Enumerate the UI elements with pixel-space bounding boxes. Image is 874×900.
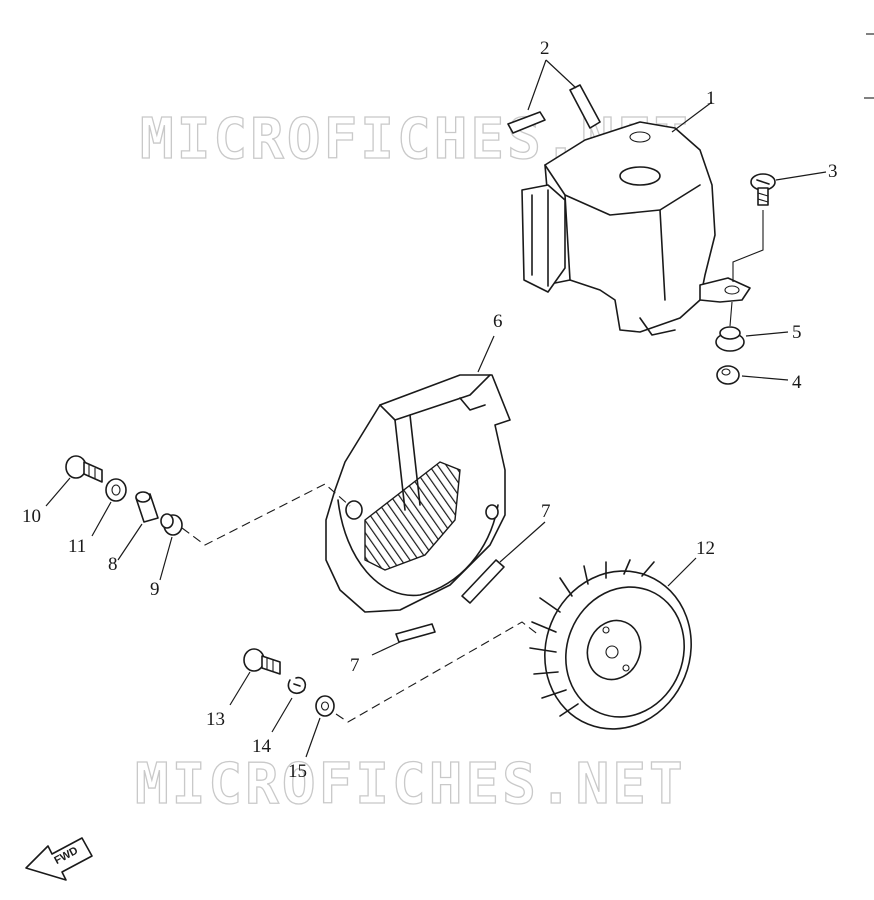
callout-2: 2	[540, 38, 550, 59]
callout-5: 5	[792, 322, 802, 343]
callout-11: 11	[68, 536, 86, 557]
part-7-pin-upper	[461, 559, 505, 604]
part-3-screw	[750, 173, 776, 206]
part-10-bolt	[65, 455, 103, 483]
part-9-grommet	[160, 513, 183, 536]
part-11-washer	[105, 478, 127, 502]
callout-1: 1	[706, 88, 716, 109]
part-14-lock-washer	[287, 676, 307, 695]
part-15-washer	[315, 695, 335, 717]
callout-12: 12	[696, 538, 715, 559]
part-5-grommet	[715, 326, 745, 352]
part-8-collar	[135, 491, 159, 523]
part-2-pins	[507, 59, 601, 134]
part-6-fan-housing	[325, 374, 511, 613]
part-7-pin-lower	[395, 623, 436, 643]
callout-15: 15	[288, 761, 307, 782]
callout-9: 9	[150, 579, 160, 600]
part-4-collar	[716, 365, 740, 385]
watermark-bottom: MICROFICHES.NET	[135, 752, 686, 817]
part-1-shroud-cover	[521, 121, 751, 336]
callout-14: 14	[252, 736, 272, 757]
callout-8: 8	[108, 554, 118, 575]
callout-13: 13	[206, 709, 225, 730]
callout-7-upper: 7	[541, 501, 551, 522]
part-13-bolt	[243, 648, 281, 675]
callout-10: 10	[22, 506, 41, 527]
callout-6: 6	[493, 311, 503, 332]
callout-4: 4	[792, 372, 802, 393]
forward-arrow-icon: FWD	[25, 837, 93, 881]
callout-7-lower: 7	[350, 655, 360, 676]
callout-3: 3	[828, 161, 838, 182]
part-12-flywheel	[529, 559, 692, 730]
